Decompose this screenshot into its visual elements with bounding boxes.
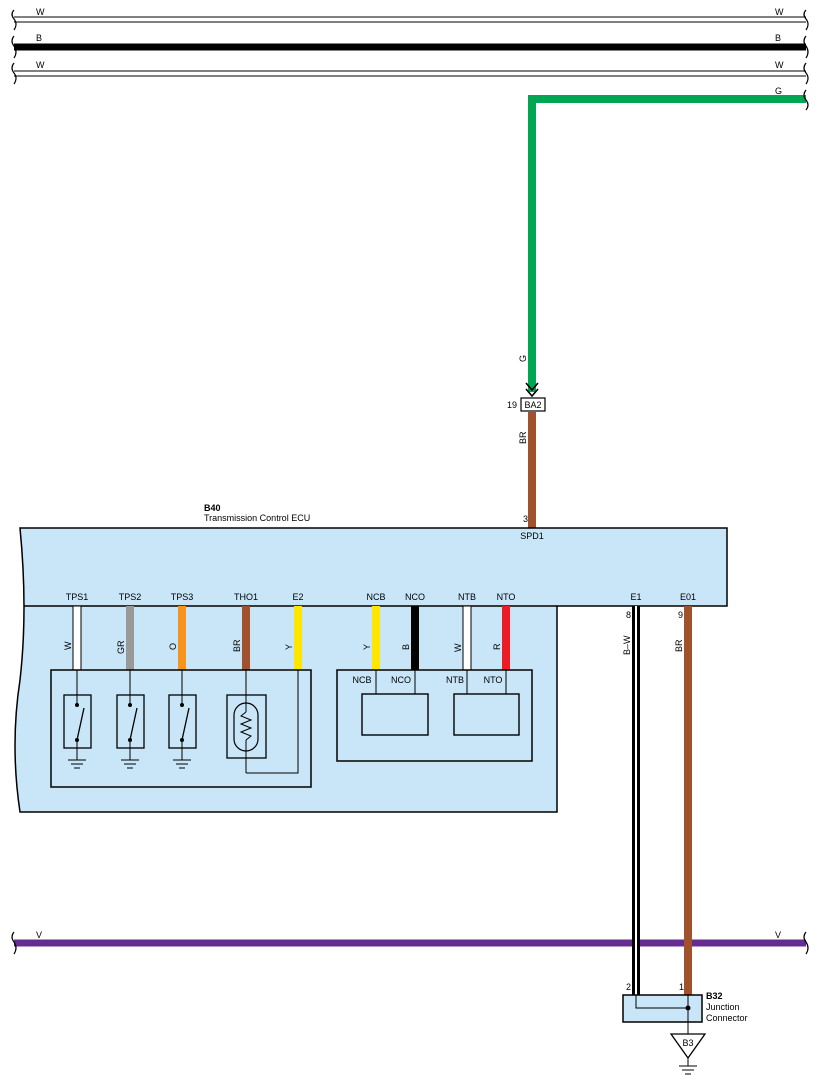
thermistor-icon [226, 670, 299, 774]
terminal-ntb: NTB [458, 592, 476, 602]
terminal-ncb: NCB [366, 592, 385, 602]
wire-label-nco: B [401, 644, 411, 650]
bus-label-b-left: B [36, 33, 42, 43]
switch-icon-tps1 [63, 670, 92, 769]
ecu-name: Transmission Control ECU [204, 513, 310, 523]
junction-pin-2: 2 [626, 982, 631, 992]
bus-label-v-left: V [36, 930, 42, 940]
wire-label-tho1: BR [232, 639, 242, 652]
pin-e1: 8 [626, 610, 631, 620]
switch-icon-tps3 [168, 670, 197, 769]
junction-pin-1: 1 [679, 982, 684, 992]
bus-label-w-second-right: W [775, 60, 784, 70]
bus-label-w-top-left: W [36, 7, 45, 17]
sensor-label-ncb: NCB [352, 675, 371, 685]
wire-ntb-white [462, 605, 472, 671]
junction-line2: Connector [706, 1013, 748, 1023]
pin-e01: 9 [678, 610, 683, 620]
ecu-code: B40 [204, 503, 221, 513]
pickup-coil-icon-nt [453, 670, 520, 736]
bus-label-w-top-right: W [775, 7, 784, 17]
terminal-tps3: TPS3 [171, 592, 194, 602]
bus-wire-b [11, 35, 809, 59]
junction-internal-link [635, 995, 688, 1009]
wire-tps1-white [72, 605, 82, 671]
switch-icon-tps2 [116, 670, 145, 769]
throttle-sensor-box [50, 669, 312, 788]
wire-label-e01: BR [674, 639, 684, 652]
terminal-e1: E1 [630, 592, 641, 602]
sensor-label-nco: NCO [391, 675, 411, 685]
pickup-coil-icon-nc [361, 670, 429, 736]
bus-wire-v [11, 931, 809, 955]
wire-label-tps2: GR [116, 640, 126, 654]
wire-label-e1: B–W [622, 635, 632, 655]
terminal-nto: NTO [497, 592, 516, 602]
connector-ba2-pin: 19 [507, 400, 517, 410]
wire-label-tps3: O [168, 643, 178, 650]
connector-ba2-label: BA2 [524, 400, 541, 410]
wire-label-ntb: W [453, 643, 463, 652]
terminal-nco: NCO [405, 592, 425, 602]
terminal-e01: E01 [680, 592, 696, 602]
ecu-spd-pin: 3 [523, 514, 528, 524]
ecu-spd-label: SPD1 [520, 531, 544, 541]
bus-label-b-right: B [775, 33, 781, 43]
green-wire-label-right: G [775, 86, 782, 96]
ground-label-b3: B3 [682, 1038, 693, 1048]
junction-line1: Junction [706, 1002, 740, 1012]
bus-label-w-second-left: W [36, 60, 45, 70]
wire-label-ncb: Y [362, 644, 372, 650]
junction-code: B32 [706, 991, 723, 1001]
bus-wire-w-second [11, 62, 809, 85]
sensor-label-nto: NTO [484, 675, 503, 685]
wire-label-nto: R [492, 643, 502, 650]
speed-sensor-box [336, 669, 533, 762]
terminal-tho1: THO1 [234, 592, 258, 602]
sensor-label-ntb: NTB [446, 675, 464, 685]
spd-wire-label: BR [518, 431, 528, 444]
wire-label-tps1: W [63, 641, 73, 650]
green-wire-label-vertical: G [518, 355, 528, 362]
bus-label-v-right: V [775, 930, 781, 940]
bus-wire-w-top [11, 9, 809, 31]
wire-e1-black-white [632, 606, 640, 995]
terminal-tps1: TPS1 [66, 592, 89, 602]
connector-arrow-icon [525, 382, 539, 398]
green-wire [528, 89, 809, 392]
wire-label-e2: Y [284, 644, 294, 650]
terminal-tps2: TPS2 [119, 592, 142, 602]
terminal-e2: E2 [292, 592, 303, 602]
ground-triangle-icon [669, 1033, 707, 1075]
